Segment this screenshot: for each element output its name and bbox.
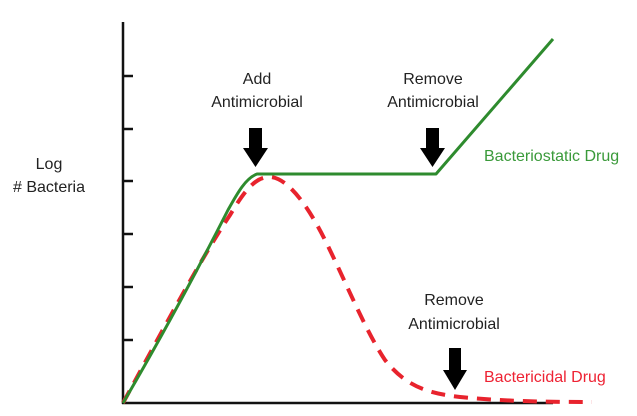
- arrow-down-icon: [443, 348, 467, 390]
- add-annotation-line1: Add: [243, 71, 271, 88]
- remove-cidal-annotation-line2: Antimicrobial: [408, 316, 500, 333]
- legend-bacteriostatic: Bacteriostatic Drug: [484, 148, 619, 165]
- arrow-down-icon: [243, 128, 268, 167]
- add-annotation-line2: Antimicrobial: [211, 94, 303, 111]
- axes: [121, 22, 553, 405]
- bactericidal-curve: [121, 175, 593, 404]
- legend-bactericidal: Bactericidal Drug: [484, 369, 606, 386]
- bacteriostatic-curve: [121, 38, 555, 404]
- remove-static-annotation-line1: Remove: [403, 71, 463, 88]
- y-axis-label-line2: # Bacteria: [13, 179, 85, 196]
- remove-cidal-annotation-line1: Remove: [424, 292, 484, 309]
- remove-static-annotation-line2: Antimicrobial: [387, 94, 479, 111]
- y-axis-label-line1: Log: [36, 156, 63, 173]
- y-ticks: [123, 74, 133, 342]
- arrow-down-icon: [420, 128, 445, 167]
